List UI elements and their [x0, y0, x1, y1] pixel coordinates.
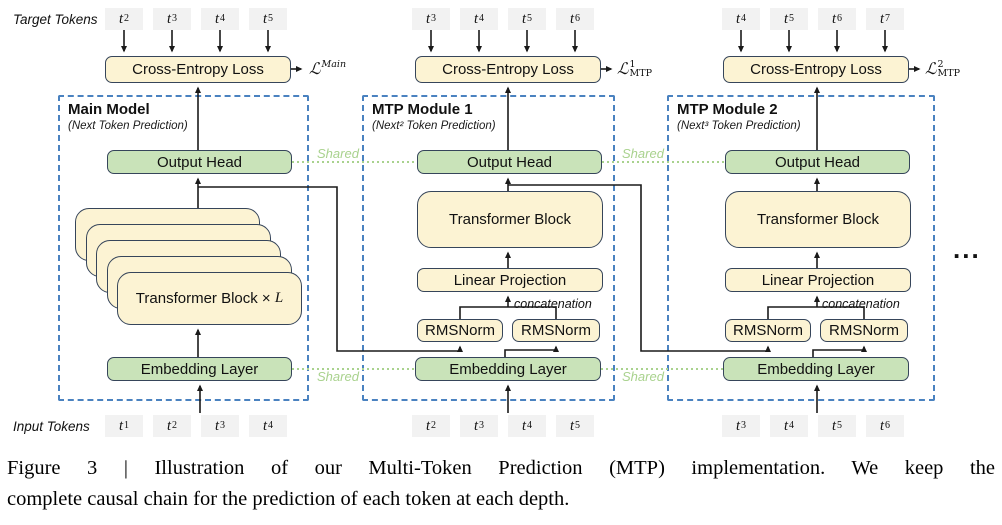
module-title: MTP Module 1	[372, 101, 473, 118]
mtp-module-2-border	[667, 95, 935, 401]
concatenation-label: concatenation	[822, 297, 900, 311]
loss-label-main: ℒ Main	[309, 59, 347, 78]
embedding-layer-box: Embedding Layer	[723, 357, 909, 381]
figure-caption: Figure 3 | Illustration of our Multi-Tok…	[7, 453, 995, 515]
cross-entropy-loss-box: Cross-Entropy Loss	[415, 56, 601, 83]
transformer-block-box: Transformer Block	[417, 191, 603, 248]
module-title: Main Model	[68, 101, 150, 118]
embedding-layer-box: Embedding Layer	[107, 357, 292, 381]
module-title: MTP Module 2	[677, 101, 778, 118]
ellipsis: ...	[953, 234, 981, 264]
module-subtitle: (Next³ Token Prediction)	[677, 120, 801, 132]
module-subtitle: (Next Token Prediction)	[68, 120, 188, 132]
module-subtitle: (Next² Token Prediction)	[372, 120, 496, 132]
transformer-block-box: Transformer Block	[725, 191, 911, 248]
output-head-box: Output Head	[417, 150, 602, 174]
linear-projection-box: Linear Projection	[417, 268, 603, 292]
linear-projection-box: Linear Projection	[725, 268, 911, 292]
caption-line-2: complete causal chain for the prediction…	[7, 488, 570, 510]
cross-entropy-loss-box: Cross-Entropy Loss	[105, 56, 291, 83]
target-tokens-label: Target Tokens	[13, 12, 98, 27]
output-head-box: Output Head	[725, 150, 910, 174]
cross-entropy-loss-box: Cross-Entropy Loss	[723, 56, 909, 83]
caption-line-1: Figure 3 | Illustration of our Multi-Tok…	[7, 457, 995, 479]
rmsnorm-box: RMSNorm	[512, 319, 600, 342]
shared-label: Shared	[622, 369, 664, 384]
shared-label: Shared	[317, 146, 359, 161]
output-head-box: Output Head	[107, 150, 292, 174]
rmsnorm-box: RMSNorm	[820, 319, 908, 342]
shared-label: Shared	[622, 146, 664, 161]
mtp-module-1-border	[362, 95, 615, 401]
rmsnorm-box: RMSNorm	[417, 319, 503, 342]
rmsnorm-box: RMSNorm	[725, 319, 811, 342]
input-tokens-label: Input Tokens	[13, 419, 90, 434]
transformer-stack-front-box: Transformer Block × L	[117, 272, 302, 325]
concatenation-label: concatenation	[514, 297, 592, 311]
shared-label: Shared	[317, 369, 359, 384]
embedding-layer-box: Embedding Layer	[415, 357, 601, 381]
